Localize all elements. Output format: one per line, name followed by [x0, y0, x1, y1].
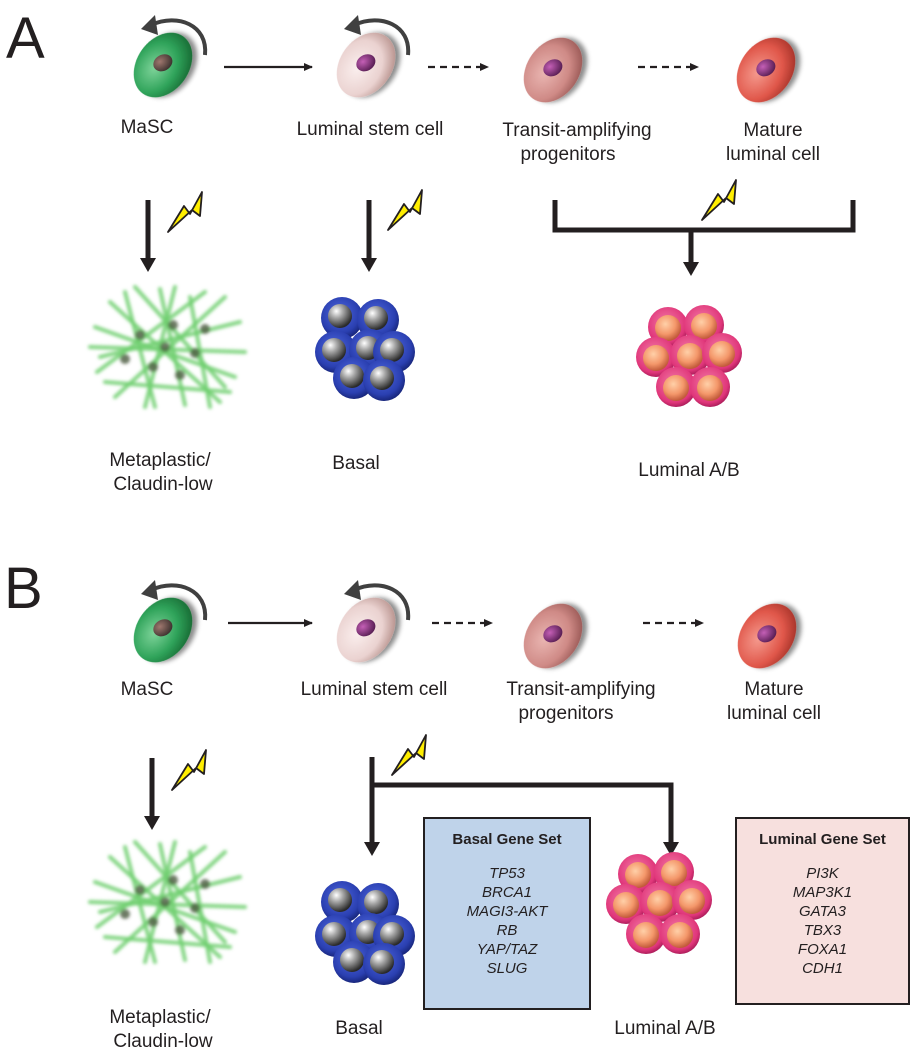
a-basal-tumor — [315, 297, 415, 401]
a-label-basal: Basal — [332, 453, 380, 474]
a-label-transit-2: progenitors — [520, 144, 616, 165]
luminal-tumor-cell — [606, 884, 646, 924]
luminal-tumor-cell — [636, 337, 676, 377]
a-transit-cell — [523, 37, 583, 103]
b-label-basal: Basal — [335, 1018, 383, 1039]
basal-gene: RB — [496, 922, 518, 939]
basal-gene: MAGI3-AKT — [466, 903, 548, 920]
luminal-tumor-cell — [640, 882, 680, 922]
a-label-metaplastic-2: Claudin-low — [113, 474, 213, 495]
a-arrow-stem-down-head — [361, 258, 377, 272]
luminal-tumor-cell — [690, 367, 730, 407]
luminal-gene: TBX3 — [803, 922, 842, 939]
luminal-gene: MAP3K1 — [792, 884, 853, 901]
a-arrow-luminal-down-head — [683, 262, 699, 276]
luminal-gene: FOXA1 — [797, 941, 848, 958]
basal-cell — [363, 943, 405, 985]
b-mature-cell — [737, 603, 797, 669]
self-renewal-arrow — [150, 18, 208, 56]
b-stem-branch — [369, 757, 674, 800]
a-mature-cell — [736, 37, 796, 103]
a-luminal-tumor — [636, 305, 742, 407]
a-luminal-bracket — [552, 200, 856, 233]
b-luminal-tumor — [606, 852, 712, 954]
luminal-tumor-cell — [618, 854, 658, 894]
basal-gene-set-title: Basal Gene Set — [452, 831, 562, 848]
b-arrow-to-basal-head — [364, 842, 380, 856]
b-label-metaplastic-2: Claudin-low — [113, 1031, 213, 1052]
a-label-transit-1: Transit-amplifying — [502, 120, 652, 141]
panel-b-letter: B — [4, 556, 43, 621]
b-arrow-masc-down-head — [144, 816, 160, 830]
luminal-gene: GATA3 — [799, 903, 846, 920]
b-transit-cell — [523, 603, 583, 669]
a-label-luminal-ab: Luminal A/B — [638, 460, 740, 481]
a-luminal-stem-cell — [336, 15, 411, 98]
b-label-transit-1: Transit-amplifying — [506, 679, 656, 700]
luminal-tumor-cell — [626, 914, 666, 954]
luminal-tumor-cell — [702, 333, 742, 373]
luminal-gene: CDH1 — [802, 960, 843, 977]
basal-cell — [333, 941, 375, 983]
a-arrow-masc-down-head — [140, 258, 156, 272]
b-luminal-stem-cell — [336, 580, 411, 663]
luminal-gene-set-box: Luminal Gene Set PI3K MAP3K1 GATA3 TBX3 … — [735, 817, 910, 1005]
b-label-transit-2: progenitors — [518, 703, 614, 724]
luminal-gene-set-title: Luminal Gene Set — [759, 831, 886, 848]
a-masc-cell — [133, 15, 208, 98]
luminal-tumor-cell — [670, 335, 710, 375]
luminal-tumor-cell — [672, 880, 712, 920]
a-lightning-masc — [167, 191, 203, 233]
basal-gene: TP53 — [489, 865, 525, 882]
b-label-luminal-stem: Luminal stem cell — [300, 679, 448, 700]
b-arrow-to-luminal-head — [663, 842, 679, 856]
basal-gene: SLUG — [486, 960, 528, 977]
b-label-metaplastic-1: Metaplastic/ — [109, 1007, 211, 1028]
b-metaplastic-tumor — [88, 840, 247, 964]
self-renewal-arrow — [150, 583, 208, 621]
self-renewal-arrow — [353, 583, 411, 621]
a-label-mature-1: Mature — [743, 120, 803, 141]
basal-gene-set-box: Basal Gene Set TP53 BRCA1 MAGI3-AKT RB Y… — [423, 817, 591, 1010]
b-basal-tumor — [315, 881, 415, 985]
luminal-tumor-cell — [648, 307, 688, 347]
b-lightning-masc — [171, 749, 207, 791]
b-label-masc: MaSC — [120, 679, 174, 700]
a-label-luminal-stem: Luminal stem cell — [296, 119, 444, 140]
basal-cell — [321, 297, 363, 339]
luminal-tumor-cell — [660, 914, 700, 954]
a-label-masc: MaSC — [120, 117, 174, 138]
basal-cell — [333, 357, 375, 399]
b-label-luminal-ab: Luminal A/B — [614, 1018, 716, 1039]
basal-gene: BRCA1 — [481, 884, 533, 901]
luminal-tumor-cell — [656, 367, 696, 407]
basal-gene: YAP/TAZ — [476, 941, 538, 958]
a-metaplastic-tumor — [88, 285, 247, 409]
a-lightning-stem — [387, 189, 423, 231]
a-label-metaplastic-1: Metaplastic/ — [109, 450, 211, 471]
a-lightning-luminal — [701, 179, 737, 221]
basal-cell — [321, 881, 363, 923]
b-lightning-stem — [391, 734, 427, 776]
self-renewal-arrow — [353, 18, 411, 56]
b-label-mature-2: luminal cell — [727, 703, 821, 724]
basal-cell — [363, 359, 405, 401]
b-label-mature-1: Mature — [744, 679, 804, 700]
panel-a-letter: A — [6, 6, 45, 71]
a-label-mature-2: luminal cell — [726, 144, 820, 165]
luminal-gene: PI3K — [806, 865, 839, 882]
b-masc-cell — [133, 580, 208, 663]
